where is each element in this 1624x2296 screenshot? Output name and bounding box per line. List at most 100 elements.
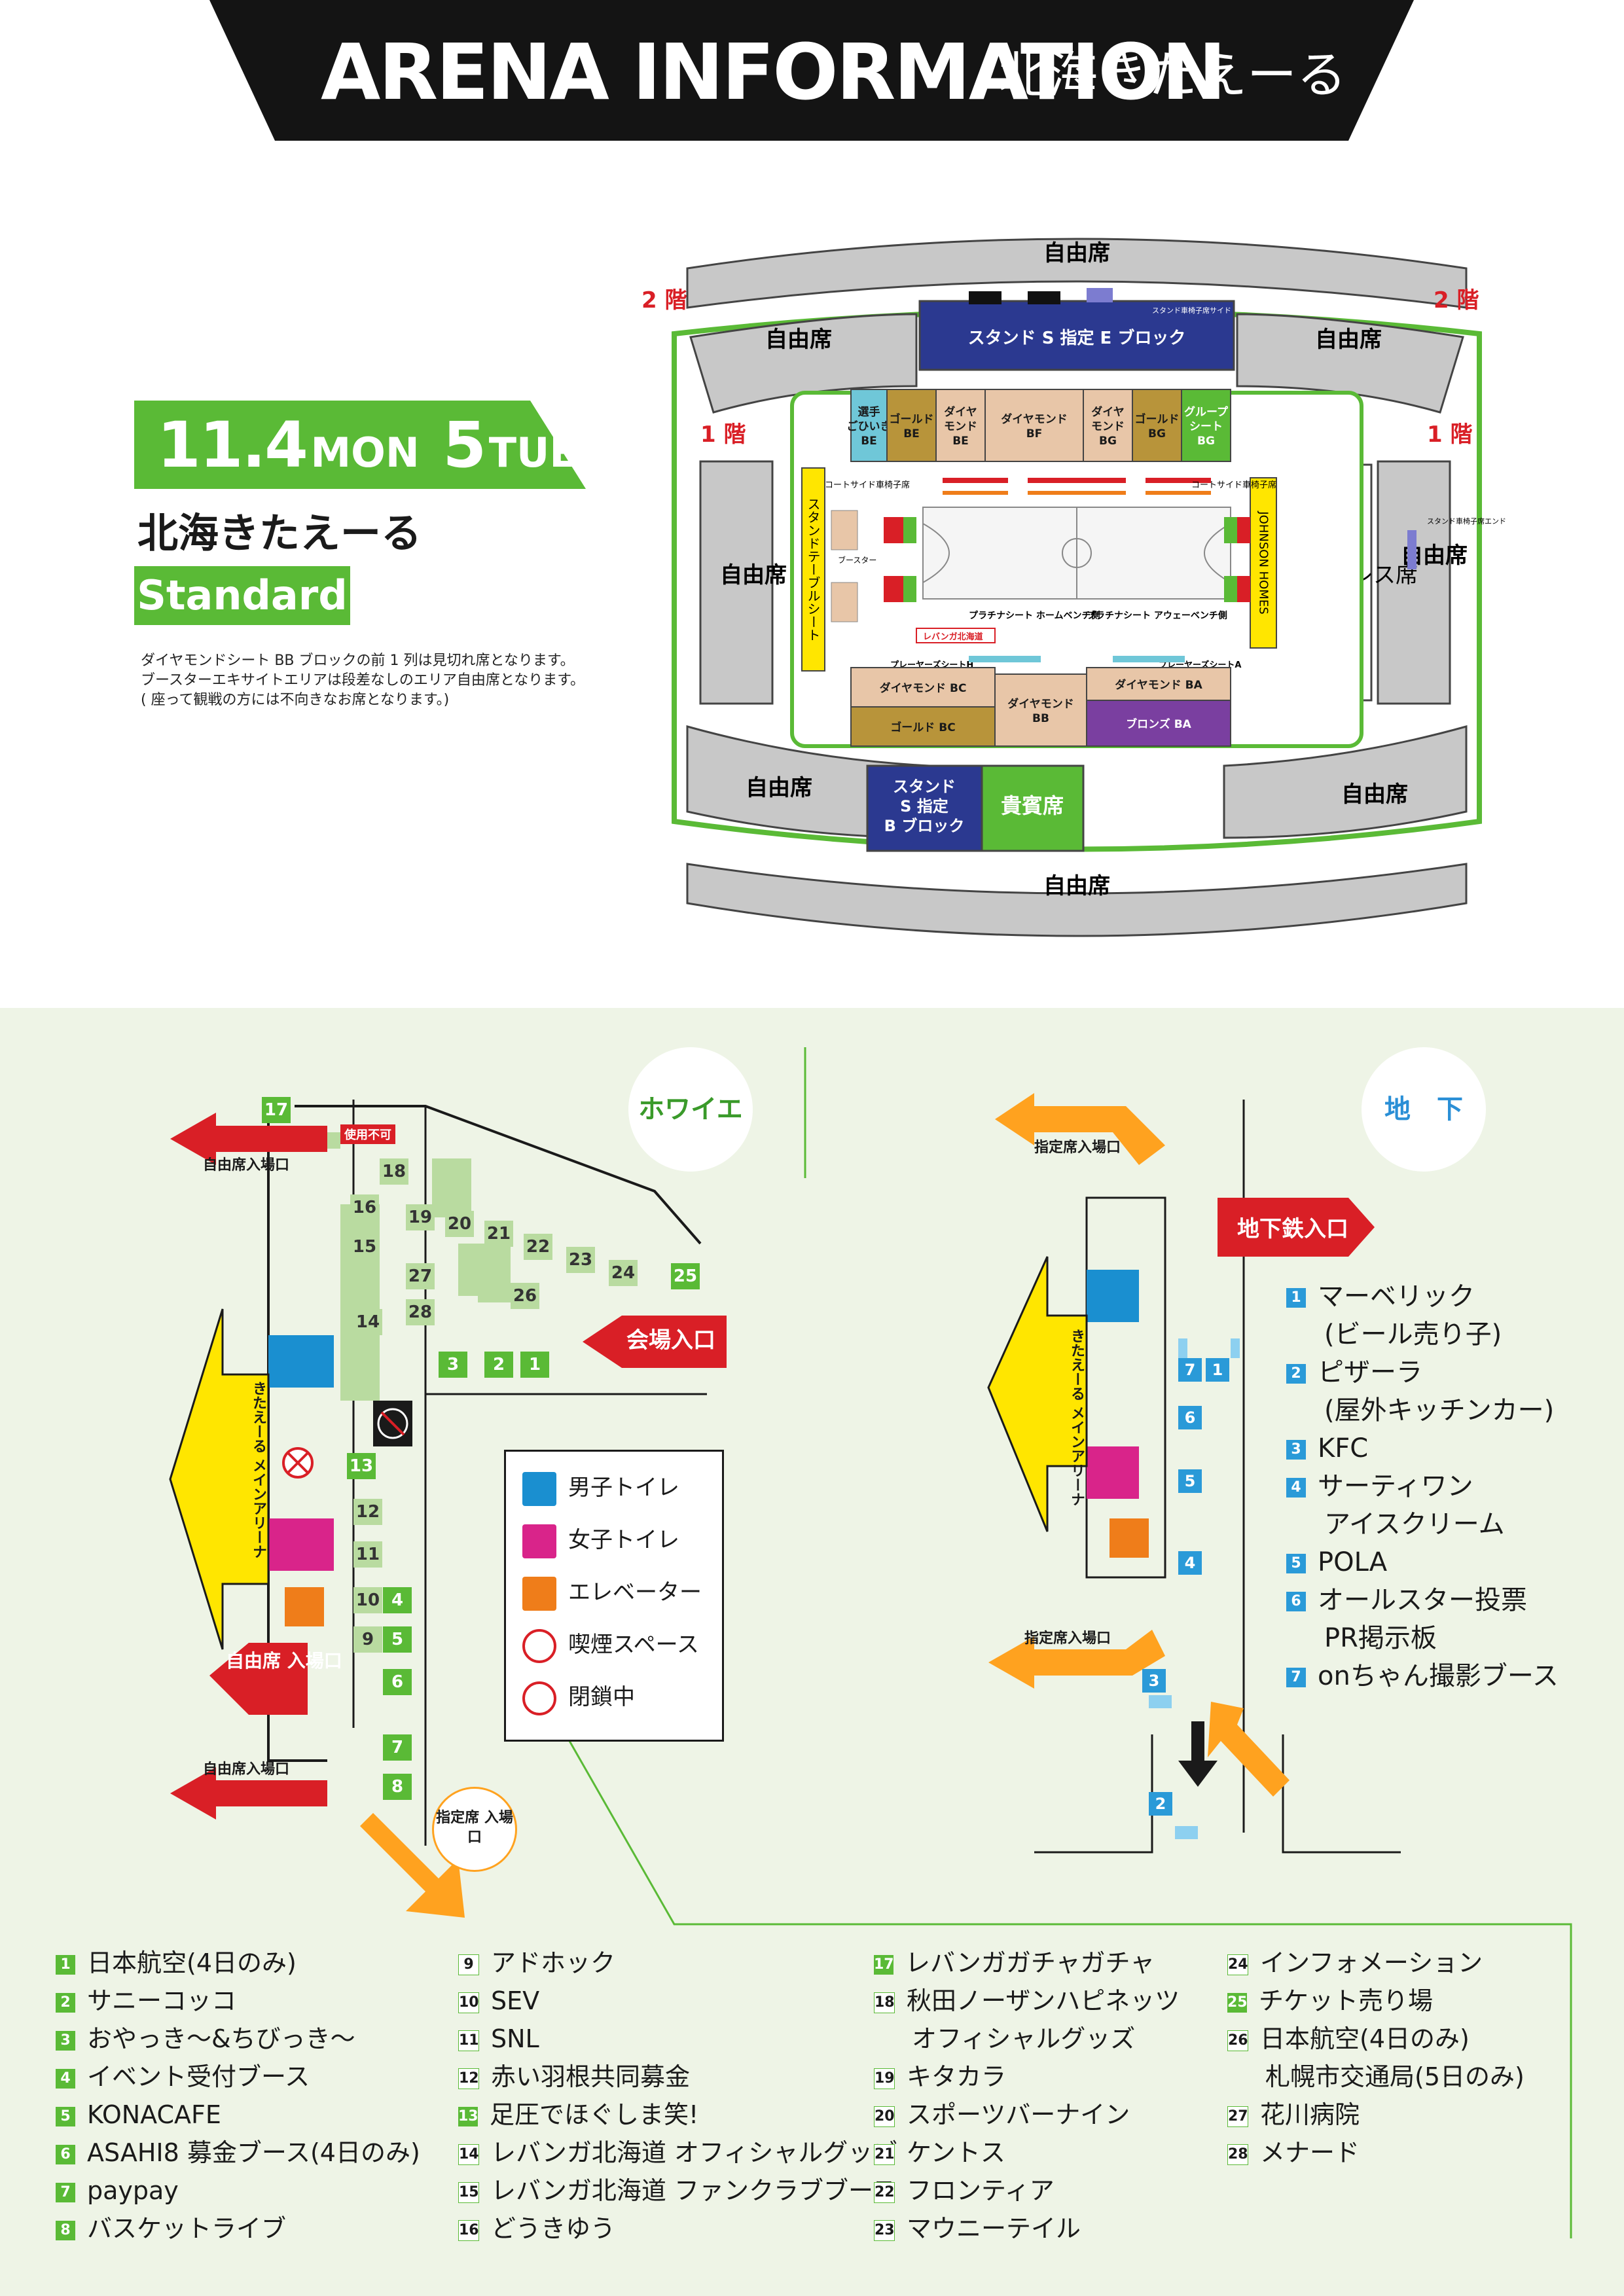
bottom-block-2 [994,673,1087,747]
top-block-3-label: BF [1026,427,1043,440]
legend-row: 喫煙スペース [522,1625,699,1664]
legend-row: 女子トイレ [522,1520,679,1560]
top-block-2-label: モンド [944,420,977,433]
free-entrance-mid: 自由席 入場口 [226,1650,342,1672]
list-item-cont: PR掲示板 [1324,1623,1437,1653]
floor2-right: 2 階 [1434,287,1479,314]
date1-day: MON [310,429,420,476]
basement-booth-5: 5 [1178,1469,1202,1493]
courtside-c: コートサイド車椅子席 [825,480,910,490]
event-dates: 11.4 MON 5 TUE [157,409,577,481]
booster-area: ブースター [838,555,876,565]
date1-number: 11.4 [157,408,308,482]
vip-seat: 貴賓席 [1001,793,1064,818]
top-block-1-label: BE [903,427,920,440]
bottom-block-2-label: BB [1032,712,1049,725]
foyer-arena-label: きたえーる メインアリーナ [250,1381,266,1559]
bottom-block-3-label: ダイヤモンド BA [1115,678,1202,692]
top-seat-blocks: 選手ごひいきBEゴールドBEダイヤモンドBEダイヤモンドBFダイヤモンドBGゴー… [847,389,1231,462]
top-block-0-label: ごひいき [847,420,892,433]
booth-2: 2 [484,1352,513,1378]
list-item-cont: (屋外キッチンカー) [1324,1395,1555,1426]
booth-16: 16 [350,1194,379,1221]
free-entrance-bottom: 自由席入場口 [203,1761,290,1778]
free-seat-left-side: 自由席 [720,562,787,588]
booth-17: 17 [262,1097,291,1123]
top-block-4-label: BG [1099,435,1117,448]
floor-guide-area [0,1008,1624,2296]
booth-20: 20 [445,1211,474,1237]
booth-24: 24 [609,1260,638,1286]
list-item-cont: オフィシャルグッズ [912,2024,1136,2053]
bottom-block-0-label: ダイヤモンド BC [880,681,967,695]
bottom-block-4 [1086,700,1231,747]
top-block-2 [935,389,986,462]
top-block-4 [1083,389,1133,462]
seating-type-tag: Standard [134,566,350,625]
top-block-3 [984,389,1084,462]
page-title: ARENA INFORMATION [321,27,1226,117]
booth-11: 11 [353,1541,382,1568]
foyer-label: ホワイエ [628,1047,753,1172]
subway-entrance-label: 地下鉄入口 [1237,1216,1348,1242]
top-block-4-label: モンド [1091,420,1125,433]
top-block-5-label: ゴールド [1135,412,1180,426]
header-venue: 北海きたえーる [998,46,1346,104]
booth-10: 10 [353,1587,382,1613]
stand-s-e-block: スタンド S 指定 E ブロック [968,328,1186,348]
free-seat-lower-right: 自由席 [1341,781,1408,808]
free-seat-upper-right: 自由席 [1315,327,1382,353]
reserved-entrance-foyer: 指定席 入場口 [432,1787,517,1872]
smoking-icon [522,1628,556,1663]
svg-text:B ブロック: B ブロック [884,817,965,835]
booth-13: 13 [347,1453,376,1479]
basement-booth-7: 7 [1178,1358,1202,1382]
free-seat-top-outer [686,238,1468,309]
legend-row: 閉鎖中 [522,1677,635,1717]
booth-9: 9 [353,1626,382,1653]
floor2-left: 2 階 [641,287,687,314]
female-toilet-icon [522,1524,556,1558]
platinum-away: プラチナシート アウェーベンチ側 [1087,610,1227,621]
stand-table-seat: スタンドテーブルシート [805,497,821,641]
top-block-0 [850,389,888,462]
date2-number: 5 [442,408,486,482]
top-block-4-label: ダイヤ [1091,405,1125,419]
top-block-6-label: グループ [1184,405,1229,419]
closed-stamp: 使用不可 [340,1124,395,1144]
free-seat-top-label: 自由席 [1043,240,1110,266]
booth-8: 8 [383,1774,412,1800]
basement-booth-4: 4 [1178,1551,1202,1575]
basement-booth-6: 6 [1178,1406,1202,1429]
top-block-0-label: 選手 [858,405,880,419]
booth-28: 28 [406,1299,435,1325]
top-block-3-label: ダイヤモンド [1001,412,1068,426]
levanga-bench: レバンガ北海道 [923,632,983,642]
stand-s-b-block: スタンド [893,778,956,796]
free-seat-bottom-outer [686,863,1468,937]
note-line-3: ( 座って観戦の方には不向きなお席となります。) [141,692,450,708]
legend-box: 男子トイレ 女子トイレ エレベーター 喫煙スペース 閉鎖中 [504,1450,724,1742]
date2-day: TUE [488,429,577,476]
